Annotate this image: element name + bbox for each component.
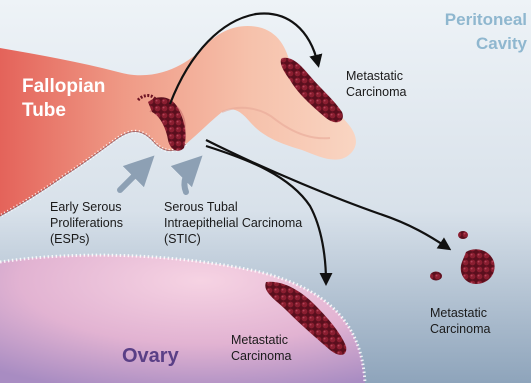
ovary-label: Ovary [122, 345, 180, 367]
esp-label-line3: (ESPs) [50, 232, 90, 246]
meta-top-label-line1: Metastatic [346, 69, 403, 83]
meta-top-label-line2: Carcinoma [346, 85, 406, 99]
esp-label-line2: Proliferations [50, 216, 123, 230]
stic-label-line2: Intraepithelial Carcinoma [164, 216, 302, 230]
fallopian-label-line1: Fallopian [22, 76, 105, 97]
meta-right-label-line1: Metastatic [430, 306, 487, 320]
stic-label-line3: (STIC) [164, 232, 201, 246]
fallopian-label-line2: Tube [22, 100, 66, 121]
stic-label-line1: Serous Tubal [164, 200, 238, 214]
meta-ovary-label-line2: Carcinoma [231, 349, 291, 363]
esp-label-line1: Early Serous [50, 200, 122, 214]
meta-ovary-label-line1: Metastatic [231, 333, 288, 347]
meta-right-label-line2: Carcinoma [430, 322, 490, 336]
peritoneal-label-line1: Peritoneal [445, 10, 527, 29]
peritoneal-label-line2: Cavity [476, 34, 528, 53]
